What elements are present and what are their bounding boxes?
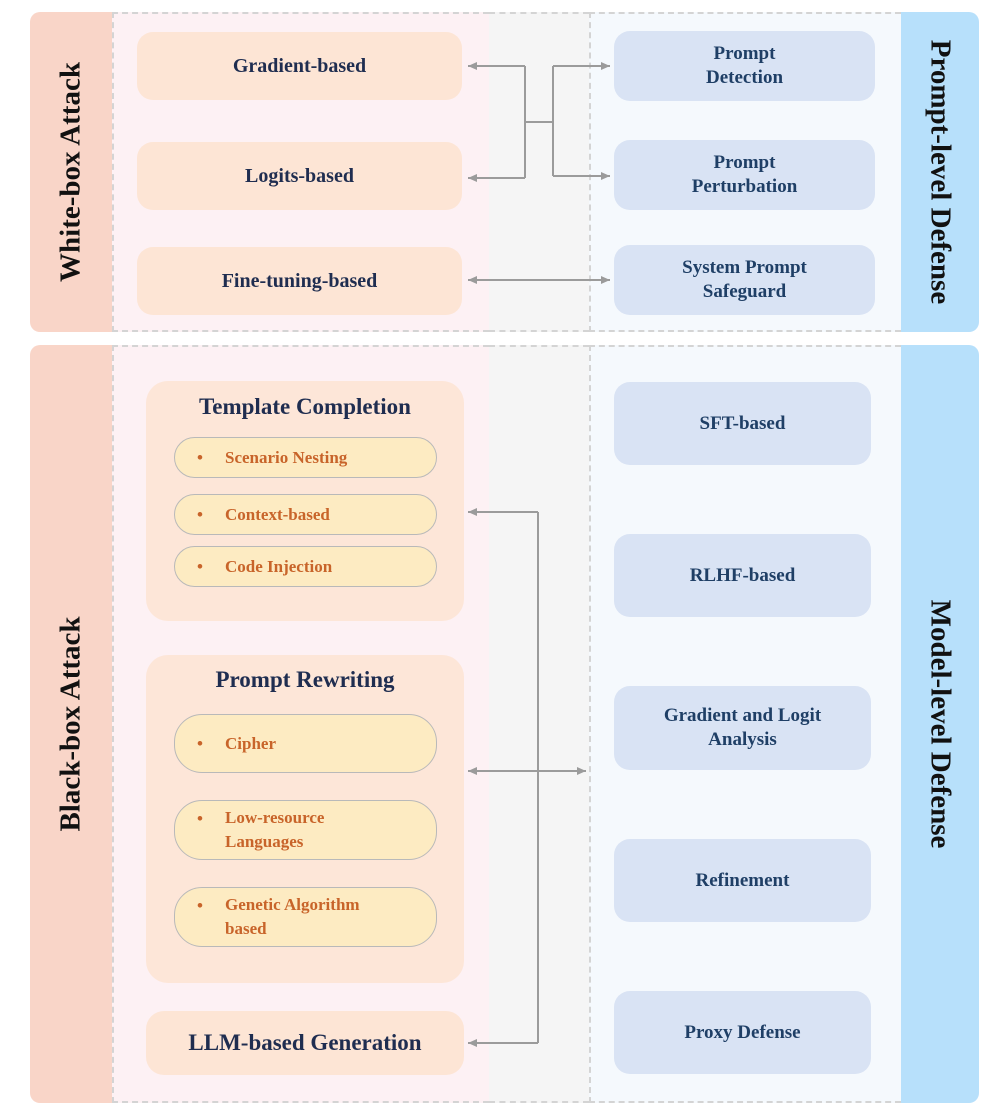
bullet-icon: •: [197, 733, 203, 753]
llm-based-generation-label: LLM-based Generation: [188, 1029, 422, 1055]
prompt-detection-label: Prompt Detection: [705, 43, 784, 88]
low-resource-languages-label: Low-resource Languages: [225, 808, 325, 851]
low-resource-languages-item: • Low-resource Languages: [174, 800, 437, 860]
model-level-defense-label: Model-level Defense: [924, 599, 957, 849]
refinement-label: Refinement: [695, 869, 790, 891]
white-box-attack-bar: White-box Attack: [30, 12, 112, 332]
bottom-connector-panel: [489, 345, 589, 1103]
sft-based-label: SFT-based: [699, 412, 786, 434]
prompt-level-defense-label: Prompt-level Defense: [924, 39, 957, 305]
scenario-nesting-item: • Scenario Nesting: [174, 437, 437, 478]
logits-based-box: Logits-based: [137, 142, 462, 210]
template-completion-title: Template Completion: [199, 394, 411, 419]
prompt-rewriting-title: Prompt Rewriting: [215, 667, 395, 692]
bullet-icon: •: [197, 447, 203, 467]
gradient-logit-analysis-box: Gradient and Logit Analysis: [614, 686, 871, 770]
genetic-algorithm-item: • Genetic Algorithm based: [174, 887, 437, 947]
refinement-box: Refinement: [614, 839, 871, 922]
prompt-perturbation-label: Prompt Perturbation: [691, 152, 798, 197]
prompt-perturbation-box: Prompt Perturbation: [614, 140, 875, 210]
black-box-attack-label: Black-box Attack: [54, 616, 87, 832]
context-based-item: • Context-based: [174, 494, 437, 535]
prompt-level-defense-bar: Prompt-level Defense: [901, 12, 979, 332]
rlhf-based-label: RLHF-based: [689, 564, 796, 586]
code-injection-label: Code Injection: [225, 556, 333, 576]
prompt-detection-box: Prompt Detection: [614, 31, 875, 101]
rlhf-based-box: RLHF-based: [614, 534, 871, 617]
gradient-logit-analysis-label: Gradient and Logit Analysis: [663, 705, 822, 750]
system-prompt-safeguard-label: System Prompt Safeguard: [682, 257, 807, 302]
code-injection-item: • Code Injection: [174, 546, 437, 587]
cipher-label: Cipher: [225, 733, 276, 753]
genetic-algorithm-label: Genetic Algorithm based: [225, 895, 360, 938]
bullet-icon: •: [197, 556, 203, 576]
cipher-item: • Cipher: [174, 714, 437, 773]
model-level-defense-bar: Model-level Defense: [901, 345, 979, 1103]
bullet-icon: •: [197, 809, 203, 828]
top-connector-panel: [489, 12, 589, 332]
logits-based-label: Logits-based: [245, 164, 354, 187]
fine-tuning-based-box: Fine-tuning-based: [137, 247, 462, 315]
scenario-nesting-label: Scenario Nesting: [225, 447, 348, 467]
context-based-label: Context-based: [225, 504, 330, 524]
gradient-based-label: Gradient-based: [232, 54, 367, 77]
bullet-icon: •: [197, 896, 203, 915]
llm-based-generation-box: LLM-based Generation: [146, 1011, 464, 1075]
fine-tuning-based-label: Fine-tuning-based: [221, 269, 378, 292]
black-box-attack-bar: Black-box Attack: [30, 345, 112, 1103]
proxy-defense-box: Proxy Defense: [614, 991, 871, 1074]
proxy-defense-label: Proxy Defense: [684, 1021, 801, 1043]
white-box-attack-label: White-box Attack: [54, 62, 87, 282]
gradient-based-box: Gradient-based: [137, 32, 462, 100]
system-prompt-safeguard-box: System Prompt Safeguard: [614, 245, 875, 315]
sft-based-box: SFT-based: [614, 382, 871, 465]
bullet-icon: •: [197, 504, 203, 524]
